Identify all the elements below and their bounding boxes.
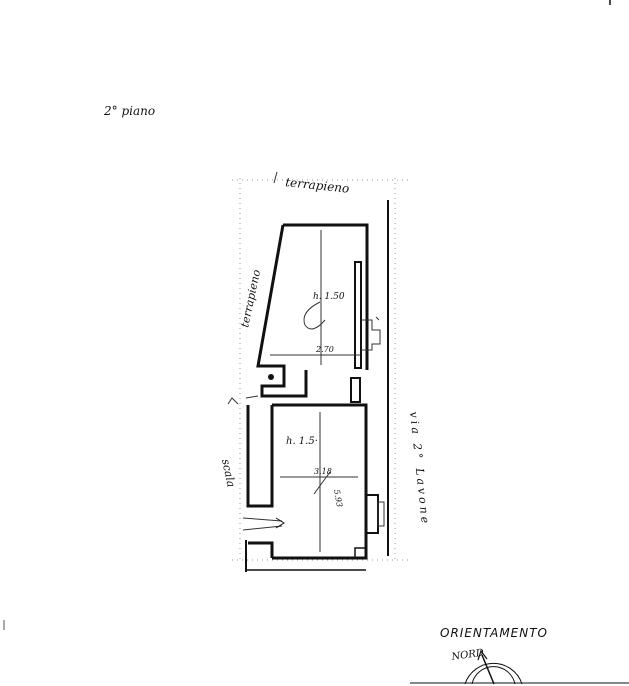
wall-upper-left bbox=[256, 224, 308, 398]
street-label: via 2° Lavone bbox=[407, 411, 432, 527]
orientation-title: ORIENTAMENTO bbox=[440, 626, 548, 640]
terrapieno-top-label: terrapieno bbox=[285, 175, 350, 196]
entry-arrow-bottom bbox=[242, 525, 283, 531]
window-lower-block bbox=[365, 494, 379, 534]
scala-label: scala bbox=[219, 458, 238, 489]
upper-room-dim: 2.70 bbox=[315, 345, 334, 354]
lower-room-dim1: 3.18 bbox=[314, 467, 332, 476]
lower-room-height: h. 1.5· bbox=[286, 436, 318, 447]
wall-upper-room bbox=[283, 223, 369, 370]
wall-partition-mid bbox=[350, 377, 361, 403]
entry-arrow-head bbox=[275, 517, 285, 529]
nord-label: NORD bbox=[450, 648, 485, 664]
floor-label: 2° piano bbox=[103, 104, 155, 118]
dim-curve-upper bbox=[303, 301, 326, 330]
terrapieno-side-label: terrapieno bbox=[238, 268, 263, 329]
lower-room-dim2: 5.93 bbox=[332, 489, 344, 508]
compass-icon bbox=[464, 649, 523, 685]
balcony-upper-mark bbox=[375, 316, 380, 321]
upper-room-height: h. 1.50 bbox=[313, 292, 345, 302]
wall-lower-room bbox=[272, 403, 368, 560]
window-lower-sill bbox=[377, 501, 385, 527]
wall-lower-left bbox=[246, 405, 274, 508]
dim-diagonal-lower bbox=[313, 471, 331, 495]
stair-scribble bbox=[227, 395, 259, 405]
terrapieno-tick bbox=[273, 171, 278, 184]
column-marker bbox=[268, 374, 274, 380]
entry-arrow-top bbox=[242, 517, 283, 522]
wall-lower-left-bottom bbox=[248, 541, 274, 558]
door-lower-right bbox=[354, 547, 367, 559]
balcony-upper bbox=[361, 319, 381, 351]
photocopy-guides bbox=[232, 178, 410, 561]
wall-partition-upper bbox=[354, 261, 362, 369]
